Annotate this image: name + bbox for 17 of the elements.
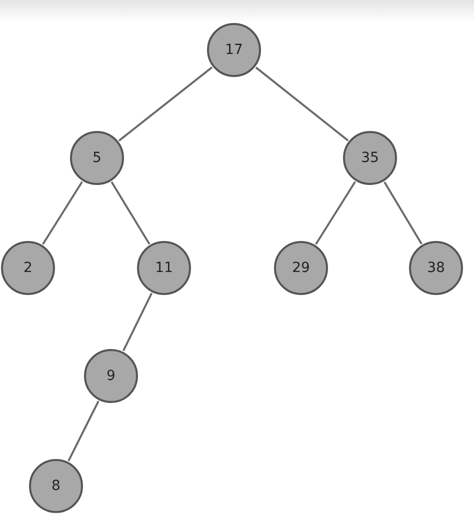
connector-line [384,182,422,244]
node-value: 11 [155,258,173,278]
node-value: 9 [106,366,116,386]
connector-line [122,292,153,352]
node-value: 38 [427,258,445,278]
connector-line [68,400,100,462]
connector-line [255,66,349,142]
connector-line [42,181,83,245]
node-value: 2 [24,258,32,278]
connector-line [110,181,150,245]
node-value: 35 [361,148,379,168]
connector-line [315,181,356,245]
node-value: 29 [292,258,310,278]
node-value: 17 [225,40,243,60]
connector-line [118,66,213,142]
node-value: 5 [92,148,102,168]
node-value: 8 [52,476,60,496]
